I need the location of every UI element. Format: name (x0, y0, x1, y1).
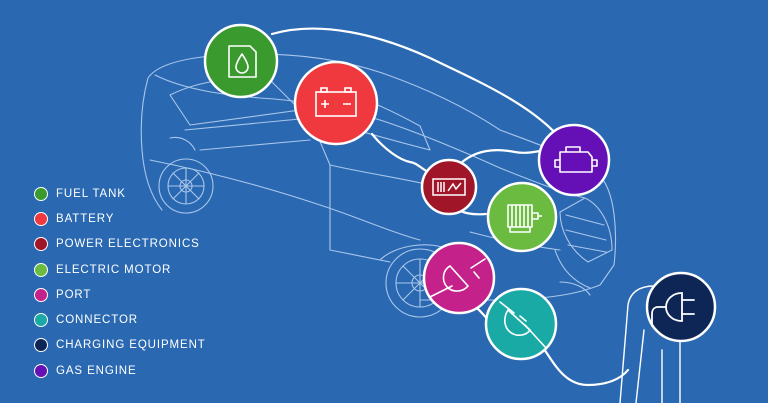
power-electronics-icon (432, 178, 466, 196)
legend-dot (34, 287, 48, 302)
legend-item-electric-motor: ELECTRIC MOTOR (34, 257, 274, 282)
legend-dot (34, 186, 48, 201)
port-node (422, 241, 496, 315)
legend-item-battery: BATTERY (34, 206, 274, 231)
battery-node (293, 60, 379, 146)
fuel-tank-node (203, 23, 279, 99)
connector-icon (499, 301, 547, 349)
charging-plug-icon (651, 292, 695, 327)
engine-icon (554, 146, 598, 173)
legend-label: BATTERY (56, 212, 115, 225)
legend-item-fuel-tank: FUEL TANK (34, 181, 274, 206)
legend-label: CONNECTOR (56, 314, 139, 327)
legend-label: GAS ENGINE (56, 364, 137, 377)
legend-label: ELECTRIC MOTOR (56, 263, 172, 276)
legend-dot (34, 237, 48, 252)
charging-equipment-node (645, 271, 717, 343)
legend-item-port: PORT (34, 282, 274, 307)
legend-label: POWER ELECTRONICS (56, 238, 200, 251)
legend-dot (34, 211, 48, 226)
electric-motor-node (486, 181, 558, 253)
legend: FUEL TANK BATTERY POWER ELECTRONICS ELEC… (34, 181, 274, 383)
legend-item-connector: CONNECTOR (34, 307, 274, 332)
battery-icon (315, 87, 357, 117)
legend-item-charging-equipment: CHARGING EQUIPMENT (34, 333, 274, 358)
fuel-drop-icon (228, 45, 257, 78)
legend-item-gas-engine: GAS ENGINE (34, 358, 274, 383)
legend-dot (34, 363, 48, 378)
legend-label: PORT (56, 288, 92, 301)
motor-icon (507, 204, 542, 233)
gas-engine-node (537, 123, 611, 197)
legend-dot (34, 262, 48, 277)
power-electronics-node (420, 158, 478, 216)
legend-item-power-electronics: POWER ELECTRONICS (34, 232, 274, 257)
legend-label: CHARGING EQUIPMENT (56, 339, 206, 352)
legend-dot (34, 313, 48, 328)
port-icon (429, 258, 486, 298)
connector-node (484, 287, 558, 361)
legend-dot (34, 338, 48, 353)
legend-label: FUEL TANK (56, 187, 126, 200)
